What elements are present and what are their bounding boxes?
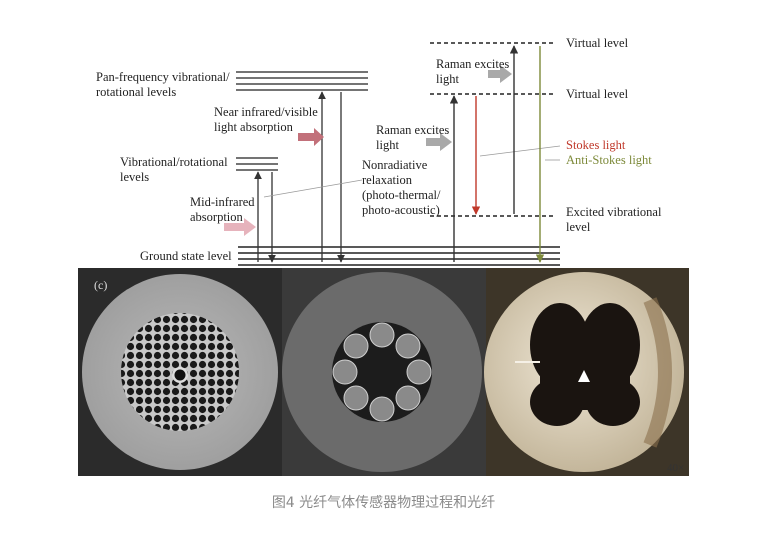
virtual-level-mid-label: Virtual level [566,87,629,101]
panel-letter: (c) [94,278,108,292]
raman-excites-lower-label: Raman excites light [376,123,450,152]
pan-frequency-lines [236,71,368,91]
excited-vibrational-label: Excited vibrational level [566,205,662,234]
ground-state-lines [238,246,560,266]
raman-pointer-lower [426,133,452,151]
anti-stokes-light-label: Anti-Stokes light [566,153,652,167]
vibrational-rotational-lines [236,157,278,171]
stokes-light-label: Stokes light [566,138,626,152]
pan-frequency-label: Pan-frequency vibrational/ rotational le… [96,70,230,99]
magnification-label: 40× [667,462,685,474]
mid-infrared-label: Mid-infrared absorption [190,195,255,224]
absorption-arrows [254,91,345,263]
raman-pointer-upper [488,65,512,83]
figure-caption: 图4 光纤气体传感器物理过程和光纤 [271,495,496,511]
virtual-levels [430,42,556,217]
mid-ir-pointer [224,218,256,236]
near-ir-pointer [298,128,324,146]
nonradiative-label: Nonradiative relaxation (photo-thermal/ … [362,158,441,217]
fiber-photo-left [78,268,282,476]
ground-state-label: Ground state level [140,249,232,263]
near-infrared-label: Near infrared/visible light absorption [214,105,318,134]
fiber-photo-middle [282,268,486,476]
vibrational-rotational-label: Vibrational/rotational levels [120,155,228,184]
fiber-photo-right [484,268,689,476]
raman-excites-upper-label: Raman excites light [436,57,510,86]
leader-lines [263,145,561,198]
raman-arrows [449,45,545,263]
virtual-level-top-label: Virtual level [566,36,629,50]
